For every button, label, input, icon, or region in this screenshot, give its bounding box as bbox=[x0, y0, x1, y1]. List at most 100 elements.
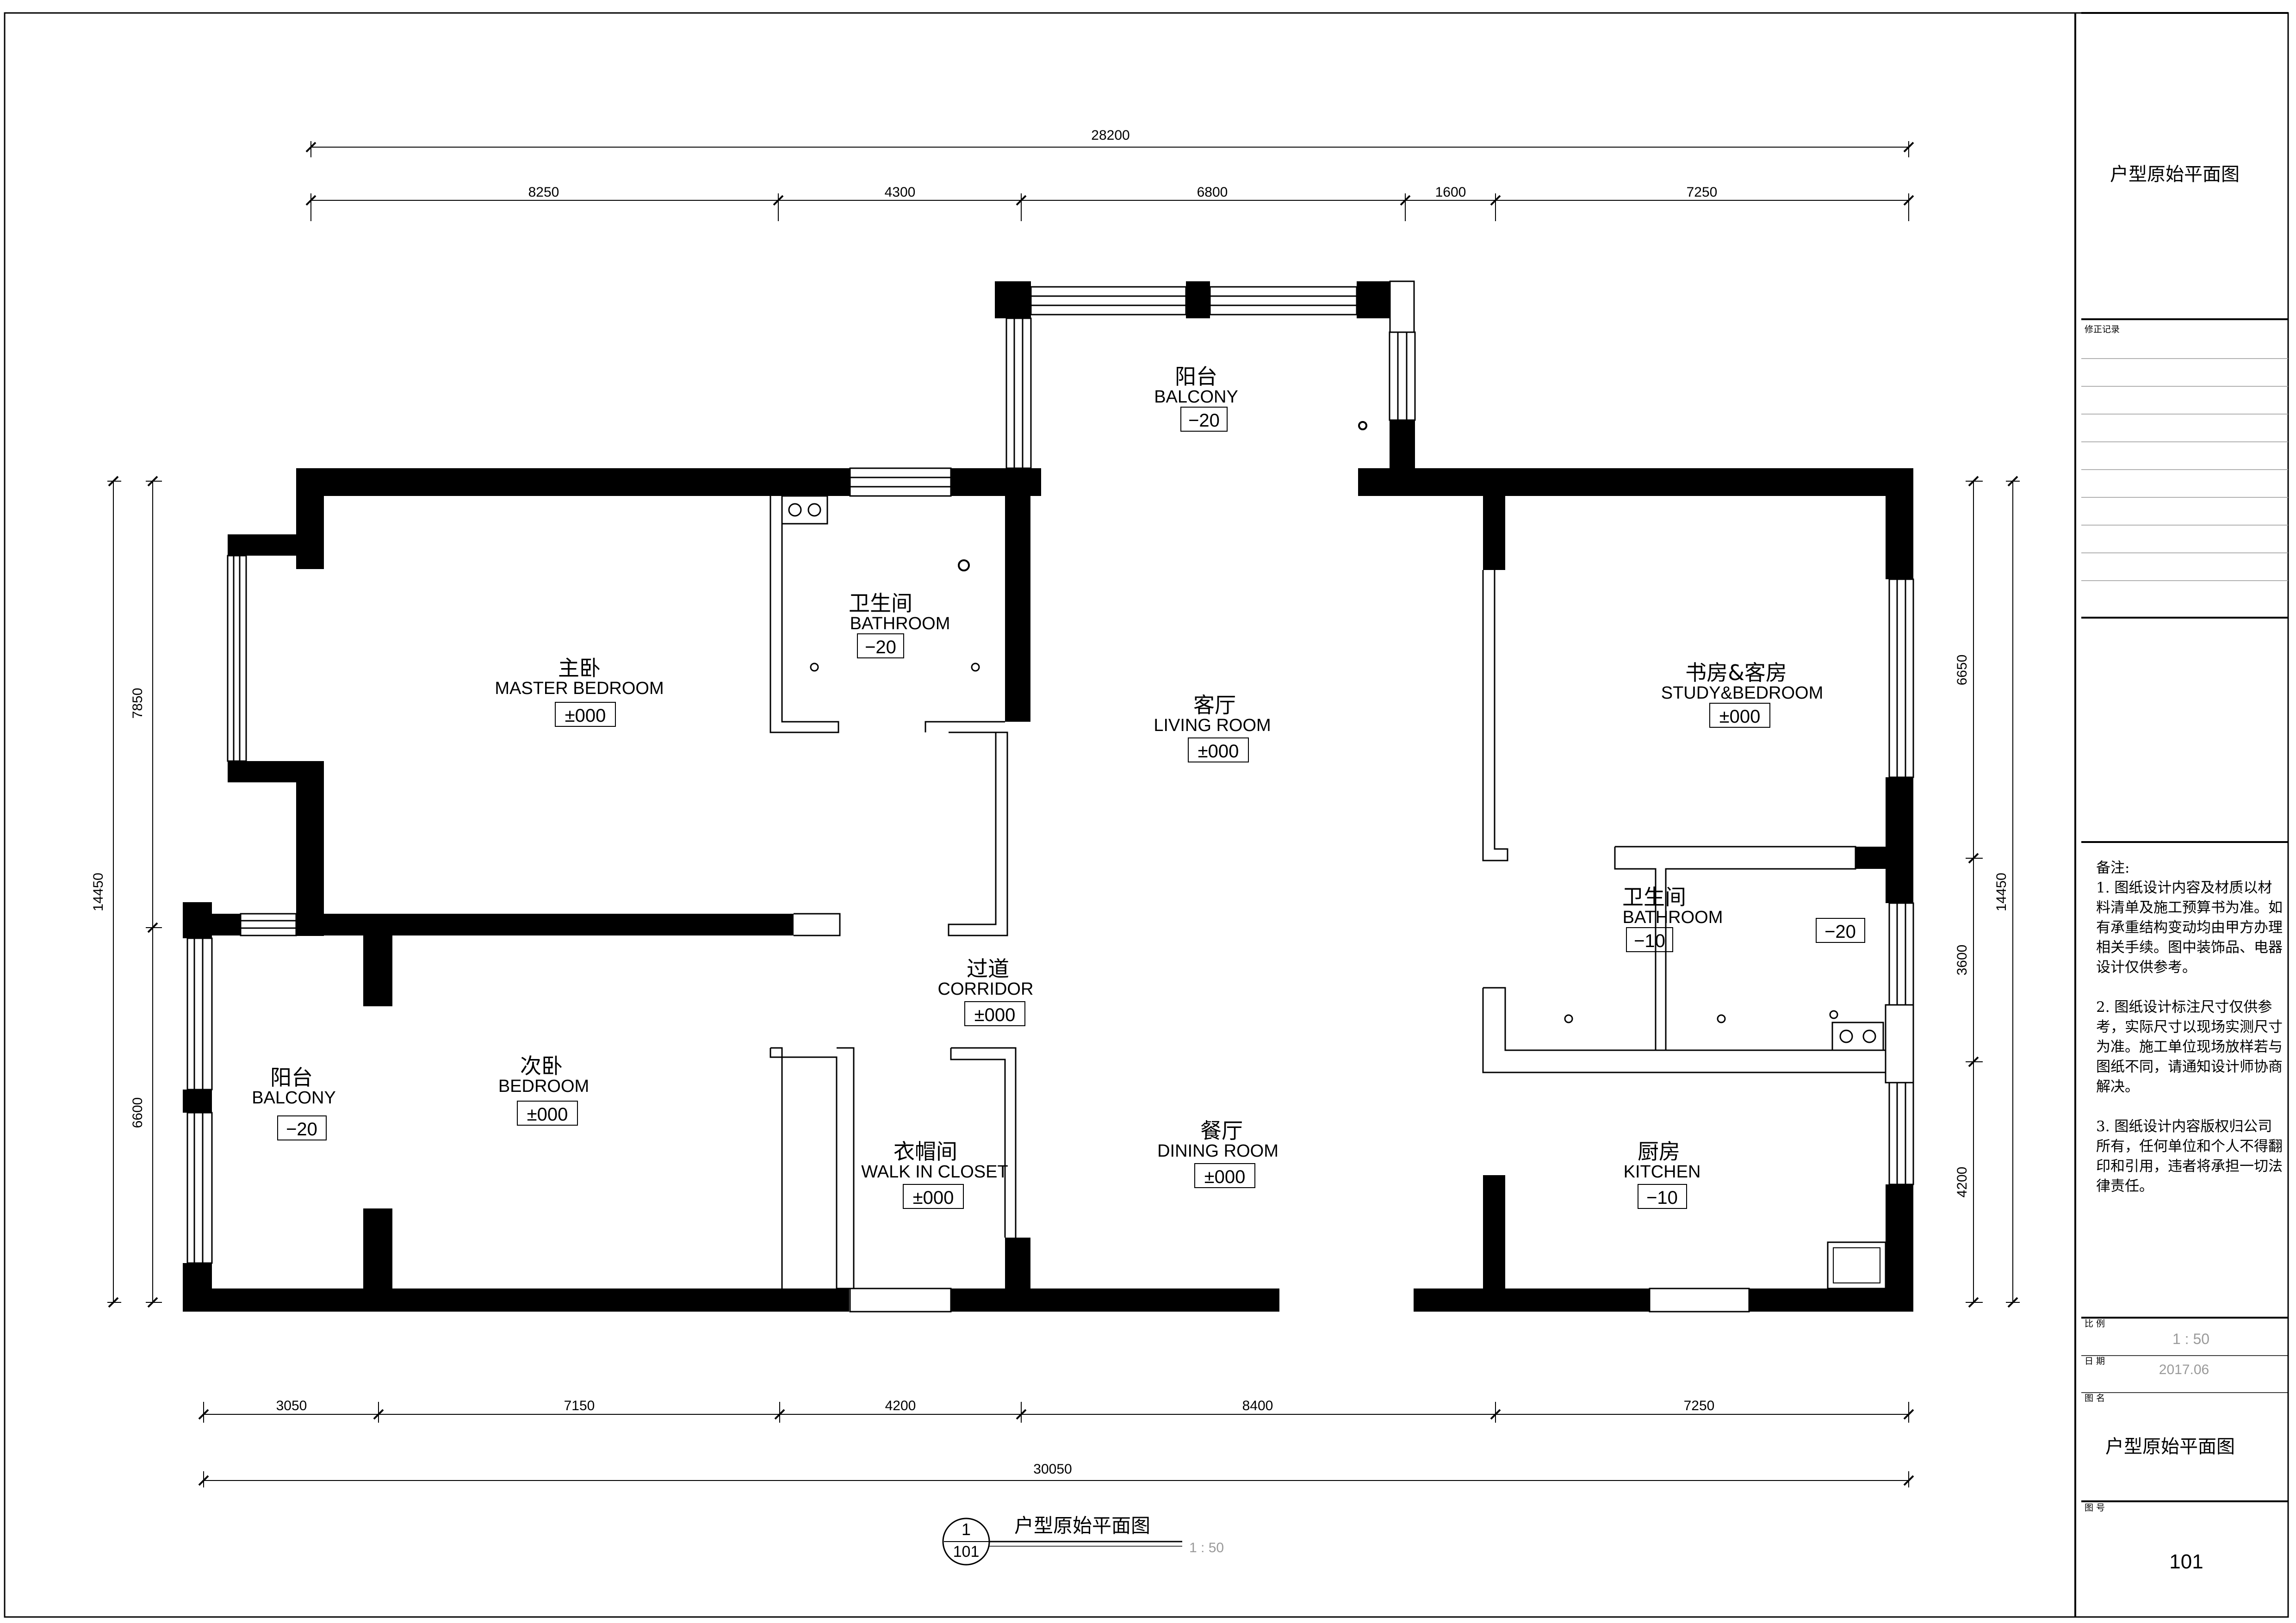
room-name-en: DINING ROOM bbox=[1157, 1141, 1278, 1161]
drawing-name: 户型原始平面图 bbox=[2105, 1436, 2235, 1457]
notes-heading: 备注: bbox=[2096, 860, 2130, 876]
dim-right-total: 14450 bbox=[1994, 873, 2009, 911]
room-level: ±000 bbox=[1719, 706, 1761, 727]
dim-top-1: 8250 bbox=[528, 185, 559, 200]
room-bathroom-right: 卫生间 BATHROOM −10 −20 bbox=[1622, 885, 1865, 952]
dim-top-2: 4300 bbox=[885, 185, 916, 200]
drawing-label-number-top: 1 bbox=[962, 1520, 971, 1539]
room-name-cn: 阳台 bbox=[1175, 364, 1217, 389]
room-level: −10 bbox=[1646, 1188, 1678, 1208]
dim-bottom-5: 7250 bbox=[1684, 1398, 1715, 1413]
room-name-en: BALCONY bbox=[1154, 387, 1238, 407]
stove-icon bbox=[781, 495, 828, 525]
notes-section: 备注: 1. 图纸设计内容及材质以材料清单及施工预算书为准。如有承重结构变动均由… bbox=[2096, 858, 2286, 1216]
dim-left-1: 7850 bbox=[130, 688, 145, 719]
scale-label: 比 例 bbox=[2085, 1319, 2105, 1329]
dim-top-5: 7250 bbox=[1687, 185, 1718, 200]
drawing-label-scale: 1 : 50 bbox=[1189, 1540, 1224, 1555]
room-name-en: LIVING ROOM bbox=[1154, 716, 1271, 735]
date-label: 日 期 bbox=[2085, 1356, 2105, 1366]
sheet-border bbox=[4, 12, 2289, 1618]
note-item: 3. 图纸设计内容版权归公司所有，任何单位和个人不得翻印和引用，违者将承担一切法… bbox=[2096, 1118, 2283, 1195]
room-balcony-left: 阳台 BALCONY −20 bbox=[252, 1065, 336, 1140]
room-dining-room: 餐厅 DINING ROOM ±000 bbox=[1157, 1118, 1278, 1188]
room-level: −20 bbox=[286, 1119, 317, 1140]
water-heater-icon bbox=[1827, 1241, 1886, 1289]
scale-value: 1 : 50 bbox=[2172, 1331, 2209, 1347]
room-level: −10 bbox=[1634, 931, 1665, 951]
dim-left-2: 6600 bbox=[130, 1097, 145, 1128]
title-block: 户型原始平面图 修正记录 比 例 1 : 50 日 期 2017.06 图 名 … bbox=[2074, 12, 2288, 1617]
room-name-en: KITCHEN bbox=[1624, 1162, 1701, 1182]
room-name-cn: 主卧 bbox=[558, 656, 601, 681]
room-balcony-top: 阳台 BALCONY −20 bbox=[1154, 364, 1238, 432]
project-title: 户型原始平面图 bbox=[2110, 164, 2240, 185]
room-level: −20 bbox=[865, 637, 896, 657]
room-level: ±000 bbox=[974, 1005, 1016, 1025]
room-corridor: 过道 CORRIDOR ±000 bbox=[938, 956, 1034, 1026]
room-bedroom: 次卧 BEDROOM ±000 bbox=[498, 1053, 589, 1126]
room-name-cn: 卫生间 bbox=[849, 591, 912, 616]
room-level: ±000 bbox=[913, 1188, 954, 1208]
room-name-cn: 阳台 bbox=[270, 1065, 313, 1090]
dim-bottom-3: 4200 bbox=[885, 1398, 916, 1413]
room-labels: 阳台 BALCONY −20 主卧 MASTER BEDROOM ±000 卫生… bbox=[252, 364, 1865, 1209]
drawing-label-title: 户型原始平面图 bbox=[1014, 1514, 1150, 1537]
dim-bottom-4: 8400 bbox=[1242, 1398, 1273, 1413]
dim-right-3: 4200 bbox=[1955, 1167, 1970, 1198]
drawing-number-label: 图 号 bbox=[2085, 1503, 2105, 1513]
room-master-bedroom: 主卧 MASTER BEDROOM ±000 bbox=[495, 656, 664, 727]
revision-label: 修正记录 bbox=[2085, 324, 2120, 335]
room-kitchen: 厨房 KITCHEN −10 bbox=[1624, 1139, 1701, 1209]
room-level: ±000 bbox=[1198, 741, 1239, 762]
room-walk-in-closet: 衣帽间 WALK IN CLOSET ±000 bbox=[861, 1139, 1008, 1209]
room-name-en: STUDY&BEDROOM bbox=[1661, 683, 1823, 703]
room-name-en: BEDROOM bbox=[498, 1077, 589, 1096]
structural-walls bbox=[183, 281, 1913, 1312]
dimension-lines bbox=[107, 141, 2020, 1487]
room-level: ±000 bbox=[1204, 1167, 1246, 1187]
room-name-cn: 餐厅 bbox=[1200, 1118, 1243, 1143]
room-level: ±000 bbox=[565, 706, 606, 726]
room-name-cn: 过道 bbox=[967, 956, 1009, 981]
date-value: 2017.06 bbox=[2159, 1362, 2209, 1377]
room-name-cn: 书房&客房 bbox=[1685, 660, 1787, 685]
room-living-room: 客厅 LIVING ROOM ±000 bbox=[1154, 693, 1271, 762]
dim-right-1: 6650 bbox=[1955, 655, 1970, 686]
drawing-name-label: 图 名 bbox=[2085, 1393, 2105, 1403]
room-level: −20 bbox=[1188, 410, 1220, 431]
dim-bottom-2: 7150 bbox=[564, 1398, 595, 1413]
room-name-cn: 次卧 bbox=[520, 1053, 563, 1078]
dim-top-total: 28200 bbox=[1091, 128, 1129, 143]
room-name-cn: 厨房 bbox=[1638, 1139, 1680, 1164]
room-study-bedroom: 书房&客房 STUDY&BEDROOM ±000 bbox=[1661, 660, 1823, 728]
room-name-en: CORRIDOR bbox=[938, 979, 1034, 999]
drawing-label: 1 101 户型原始平面图 1 : 50 bbox=[942, 1514, 1224, 1566]
room-name-en: BATHROOM bbox=[850, 614, 950, 633]
dim-bottom-total: 30050 bbox=[1033, 1462, 1072, 1477]
dim-bottom-1: 3050 bbox=[276, 1398, 307, 1413]
dim-top-3: 6800 bbox=[1197, 185, 1228, 200]
room-name-en: BALCONY bbox=[252, 1088, 336, 1108]
room-name-cn: 衣帽间 bbox=[894, 1139, 957, 1164]
room-name-cn: 卫生间 bbox=[1622, 885, 1686, 910]
dim-top-4: 1600 bbox=[1435, 185, 1466, 200]
dim-right-2: 3600 bbox=[1955, 945, 1970, 976]
room-level: ±000 bbox=[527, 1104, 568, 1125]
room-level-extra: −20 bbox=[1824, 922, 1856, 942]
room-name-en: MASTER BEDROOM bbox=[495, 679, 664, 698]
note-item: 1. 图纸设计内容及材质以材料清单及施工预算书为准。如有承重结构变动均由甲方办理… bbox=[2096, 880, 2283, 976]
room-name-en: BATHROOM bbox=[1623, 908, 1723, 927]
note-item: 2. 图纸设计标注尺寸仅供参考，实际尺寸以现场实测尺寸为准。施工单位现场放样若与… bbox=[2096, 999, 2283, 1095]
floor-drain-icon bbox=[958, 559, 970, 571]
kitchen-stove-icon bbox=[1831, 1022, 1884, 1051]
room-bathroom-left: 卫生间 BATHROOM −20 bbox=[849, 591, 950, 658]
drawing-label-number-bottom: 101 bbox=[953, 1543, 980, 1561]
drawing-number: 101 bbox=[2169, 1550, 2203, 1573]
room-name-en: WALK IN CLOSET bbox=[861, 1162, 1008, 1182]
room-name-cn: 客厅 bbox=[1193, 693, 1236, 718]
dim-left-total: 14450 bbox=[91, 873, 106, 911]
fixtures bbox=[781, 421, 1886, 1289]
